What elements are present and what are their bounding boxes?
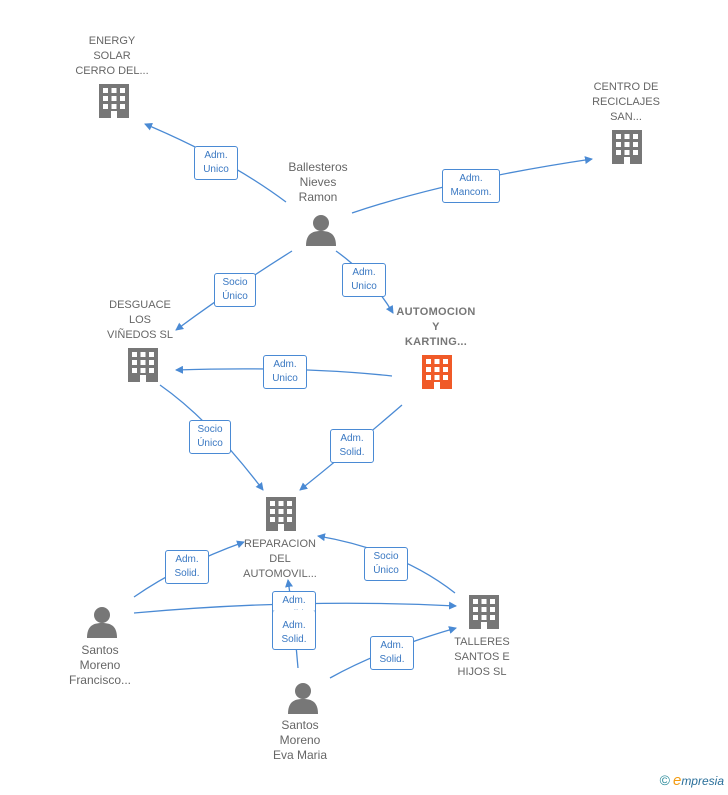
person-ballesteros-icon[interactable] xyxy=(306,215,336,246)
edge-label-ball-centro: Adm. Mancom. xyxy=(442,169,500,203)
edge-label-eva-reparacion: Adm. Solid. xyxy=(272,610,316,650)
node-label-talleres[interactable]: TALLERES SANTOS E HIJOS SL xyxy=(454,636,510,678)
company-talleres-icon[interactable] xyxy=(469,595,499,629)
edge-label-francisco-reparacion: Adm. Solid. xyxy=(165,550,209,584)
edge-label-ball-energy: Adm. Unico xyxy=(194,146,238,180)
node-label-santos-francisco[interactable]: Santos Moreno Francisco... xyxy=(68,643,131,687)
company-centro-reciclajes-icon[interactable] xyxy=(612,130,642,164)
node-label-desguace[interactable]: DESGUACE LOS VIÑEDOS SL xyxy=(106,299,174,341)
edge-label-eva-talleres: Adm. Solid. xyxy=(370,636,414,670)
node-label-automocion[interactable]: AUTOMOCION Y KARTING... xyxy=(396,306,476,348)
copyright-icon: © xyxy=(659,772,670,788)
edge-label-ball-automocion: Adm. Unico xyxy=(342,263,386,297)
edge-label-automocion-desguace: Adm. Unico xyxy=(263,355,307,389)
node-label-santos-eva[interactable]: Santos Moreno Eva Maria xyxy=(272,718,328,762)
company-desguace-icon[interactable] xyxy=(128,348,158,382)
node-label-reparacion[interactable]: REPARACION DEL AUTOMOVIL... xyxy=(243,538,317,580)
edge-label-automocion-reparacion: Adm. Solid. xyxy=(330,429,374,463)
node-label-energy-solar[interactable]: ENERGY SOLAR CERRO DEL... xyxy=(75,35,149,77)
person-santos-eva-icon[interactable] xyxy=(288,683,318,714)
company-automocion-icon[interactable] xyxy=(422,355,452,389)
node-label-ballesteros[interactable]: Ballesteros Nieves Ramon xyxy=(288,160,348,204)
node-label-centro-reciclajes[interactable]: CENTRO DE RECICLAJES SAN... xyxy=(592,81,660,123)
edge-label-desguace-reparacion: Socio Único xyxy=(189,420,231,454)
company-reparacion-icon[interactable] xyxy=(266,497,296,531)
brand-name: mpresia xyxy=(681,774,724,788)
edge-label-ball-desguace: Socio Único xyxy=(214,273,256,307)
edge-label-talleres-reparacion: Socio Único xyxy=(364,547,408,581)
person-santos-francisco-icon[interactable] xyxy=(87,607,117,638)
company-energy-solar-icon[interactable] xyxy=(99,84,129,118)
brand-initial: e xyxy=(672,772,682,789)
empresia-logo[interactable]: ©empresia xyxy=(660,772,724,789)
